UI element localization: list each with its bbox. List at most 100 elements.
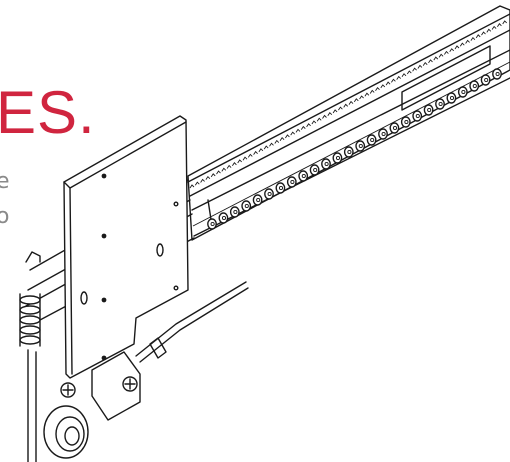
ball-bearing-hub-icon (290, 179, 295, 185)
rail-tooth (459, 42, 465, 47)
rail-tooth (295, 128, 301, 133)
rail-tooth (332, 109, 338, 114)
rail-tooth (454, 45, 460, 50)
ball-bearing-icon (218, 212, 229, 224)
ball-bearing-hub-icon (358, 143, 363, 149)
ball-bearing-hub-icon (267, 191, 272, 197)
rail-tooth (216, 170, 221, 175)
rail-tooth (338, 106, 343, 111)
rail-tooth (285, 134, 290, 139)
rail-tooth (258, 148, 264, 153)
rail-tooth (412, 67, 417, 72)
ball-bearing-icon (241, 200, 252, 212)
ball-bearing-hub-icon (256, 197, 261, 203)
ball-bearing-icon (480, 74, 491, 86)
rail-tooth (369, 89, 375, 94)
ball-bearing-icon (252, 194, 263, 206)
ball-bearing-hub-icon (415, 113, 420, 119)
rail-tooth (359, 95, 364, 100)
rail-tooth (364, 92, 370, 97)
ball-bearing-hub-icon (244, 203, 249, 209)
ball-bearing-icon (275, 182, 286, 194)
mounting-hole-icon (101, 233, 107, 239)
rail-tooth (274, 139, 280, 144)
mounting-hole-icon (101, 173, 107, 179)
ball-bearing-icon (229, 206, 240, 218)
ball-bearing-icon (298, 170, 309, 182)
slot-hole-icon (80, 291, 88, 305)
ball-bearing-icon (309, 164, 320, 176)
body-text-line-1: e (0, 169, 10, 194)
rail-tooth (316, 117, 322, 122)
rivet-icon (173, 285, 179, 291)
rail-tooth (396, 75, 402, 80)
rail-tooth (306, 123, 311, 128)
rail-tooth (433, 56, 439, 61)
rail-tooth (232, 162, 237, 167)
rail-tooth (406, 70, 412, 75)
rail-tooth (189, 184, 195, 189)
rail-tooth (401, 73, 407, 78)
latch-assembly (60, 351, 141, 421)
rail-tooth (269, 142, 274, 147)
ball-bearing-hub-icon (484, 77, 489, 83)
rail-tooth (428, 59, 433, 64)
ball-bearing-hub-icon (381, 131, 386, 137)
mounting-hole-icon (101, 297, 107, 303)
rail-tooth (348, 100, 354, 105)
ball-bearing-icon (412, 110, 423, 122)
ball-bearing-hub-icon (472, 83, 477, 89)
ball-bearing-hub-icon (313, 167, 318, 173)
ball-bearing-icon (321, 158, 331, 170)
rail-tooth (194, 181, 200, 186)
rail-tooth (491, 25, 497, 30)
ball-bearing-hub-icon (438, 101, 443, 107)
rail-tooth (205, 175, 211, 180)
ball-bearing-hub-icon (335, 155, 341, 161)
rail-tooth (300, 125, 306, 130)
rail-tooth (322, 114, 327, 119)
ball-bearing-icon (457, 86, 468, 98)
rail-tooth (247, 153, 253, 158)
spring-assembly (19, 251, 41, 462)
release-cable (135, 281, 249, 363)
rail-tooth (353, 98, 359, 103)
ball-bearing-hub-icon (347, 149, 352, 155)
mounting-hole-icon (101, 355, 107, 361)
ball-bearing-icon (423, 104, 434, 116)
rail-tooth (385, 81, 391, 86)
rail-tooth (438, 53, 444, 58)
rail-tooth (375, 86, 380, 91)
rail-tooth (449, 48, 455, 53)
ball-bearing-icon (446, 92, 457, 104)
rail-tooth (470, 36, 476, 41)
rail-tooth (242, 156, 248, 161)
rail-tooth (475, 34, 481, 39)
ball-bearing-hub-icon (392, 125, 398, 131)
ball-bearing-icon (378, 128, 388, 140)
ball-bearing-hub-icon (461, 89, 466, 95)
ball-bearing-hub-icon (370, 137, 375, 143)
ball-bearing-row (207, 68, 502, 230)
rail-tooth (422, 61, 428, 66)
ball-bearing-icon (492, 68, 502, 80)
ball-bearing-hub-icon (495, 71, 500, 77)
rail-tooth (200, 178, 205, 183)
rail-tooth (327, 112, 333, 116)
ball-bearing-icon (435, 98, 445, 110)
rail-tooth (279, 137, 285, 141)
rivet-icon (173, 201, 179, 207)
roller-wheel (43, 405, 89, 459)
ball-bearing-hub-icon (301, 173, 306, 179)
ball-bearing-icon (389, 122, 400, 134)
rail-tooth (253, 150, 258, 155)
ball-bearing-icon (264, 188, 274, 200)
ball-bearing-hub-icon (404, 119, 409, 125)
ball-bearing-icon (286, 176, 297, 188)
rail-tooth (444, 50, 449, 55)
rail-tooth (497, 23, 502, 28)
ball-bearing-icon (343, 146, 354, 158)
rail-tooth (380, 84, 386, 89)
